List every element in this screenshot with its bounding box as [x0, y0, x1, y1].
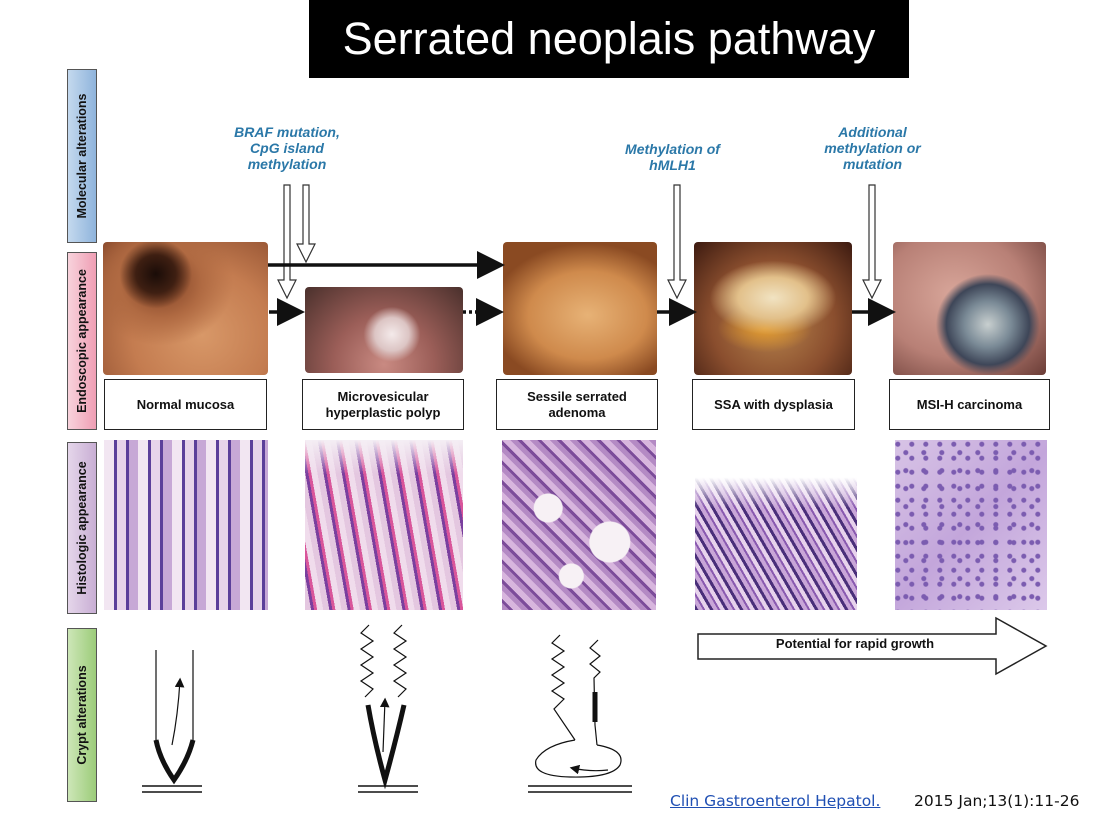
open-down-arrow-1 [277, 184, 297, 300]
alteration-additional: Additional methylation or mutation [824, 124, 921, 172]
row-label-crypt: Crypt alterations [67, 628, 97, 802]
crypt-drawing-normal [142, 650, 202, 793]
citation-link[interactable]: Clin Gastroenterol Hepatol. [670, 792, 881, 810]
row-label-molecular: Molecular alterations [67, 69, 97, 243]
stage-normal-mucosa: Normal mucosa [104, 379, 267, 430]
endoscopy-image-ssa-dysplasia [694, 242, 852, 375]
histology-image-ssa [502, 440, 656, 610]
open-down-arrow-2 [296, 184, 316, 264]
histology-image-carcinoma [895, 440, 1047, 610]
page-title: Serrated neoplais pathway [309, 0, 909, 78]
alteration-hmlh1: Methylation of hMLH1 [625, 141, 720, 173]
row-label-endoscopic: Endoscopic appearance [67, 252, 97, 430]
row-label-histologic: Histologic appearance [67, 442, 97, 614]
endoscopy-image-ssa [503, 242, 657, 375]
rapid-growth-label: Potential for rapid growth [775, 636, 935, 651]
alteration-braf: BRAF mutation, CpG island methylation [234, 124, 340, 172]
stage-msi-h-carcinoma: MSI-H carcinoma [889, 379, 1050, 430]
crypt-drawing-ssa [528, 634, 632, 793]
endoscopy-image-carcinoma [893, 242, 1046, 375]
endoscopy-image-normal [103, 242, 268, 375]
open-down-arrow-4 [862, 184, 882, 300]
endoscopy-image-hyperplastic [305, 287, 463, 373]
citation-details: 2015 Jan;13(1):11-26 [914, 792, 1080, 810]
crypt-drawing-hyperplastic [358, 624, 418, 793]
rapid-growth-arrow [697, 616, 1048, 676]
stage-ssa-with-dysplasia: SSA with dysplasia [692, 379, 855, 430]
histology-image-ssa-dysplasia [695, 440, 857, 610]
histology-image-hyperplastic [305, 440, 463, 610]
open-down-arrow-3 [667, 184, 687, 300]
histology-image-normal [104, 440, 268, 610]
